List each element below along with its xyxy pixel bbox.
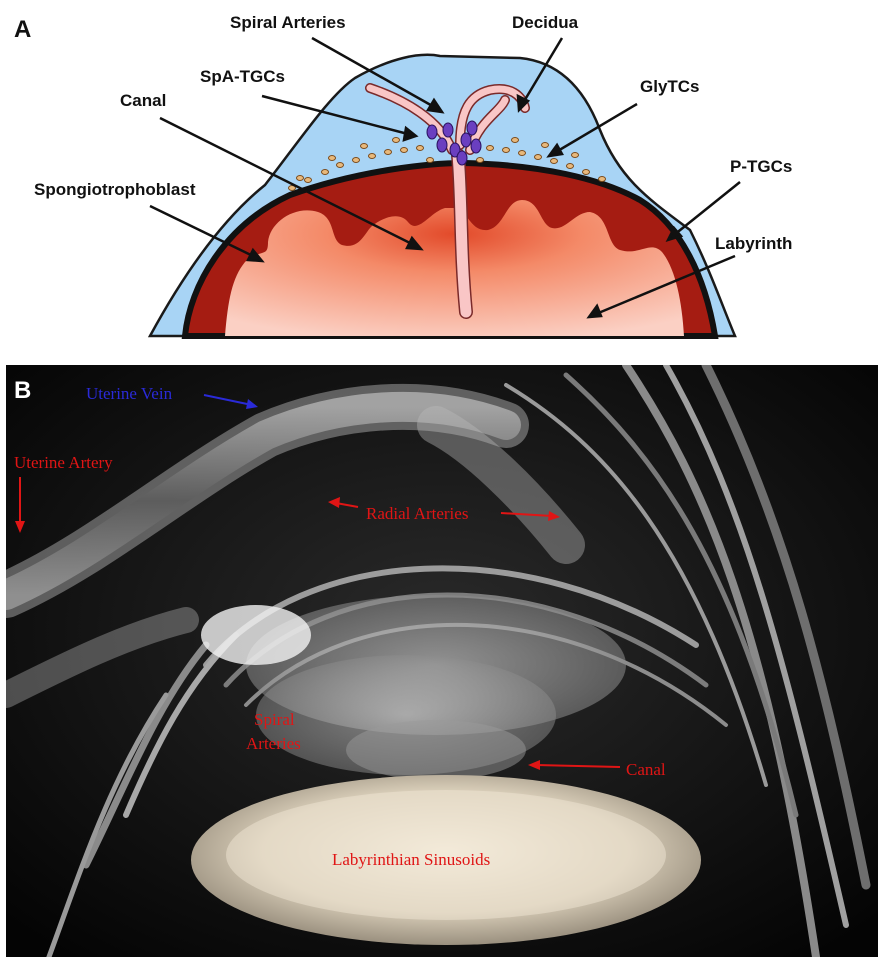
panel-b-letter: B <box>14 377 31 405</box>
label-canal: Canal <box>120 91 166 110</box>
label-radial-arteries: Radial Arteries <box>366 504 468 523</box>
vascular-cast-photo: Uterine Vein Uterine Artery Radial Arter… <box>6 365 878 957</box>
label-uterine-vein: Uterine Vein <box>86 384 173 403</box>
label-spa-tgcs: SpA-TGCs <box>200 67 285 86</box>
label-spongiotrophoblast: Spongiotrophoblast <box>34 180 196 199</box>
panel-b-photograph: Uterine Vein Uterine Artery Radial Arter… <box>6 365 878 957</box>
panel-a-schematic: A <box>0 0 878 350</box>
label-labyrinthian-sinusoids: Labyrinthian Sinusoids <box>332 850 490 869</box>
label-p-tgcs: P-TGCs <box>730 157 792 176</box>
label-uterine-artery: Uterine Artery <box>14 453 113 472</box>
placenta-schematic: Spiral Arteries Decidua SpA-TGCs GlyTCs … <box>0 0 878 350</box>
label-labyrinth: Labyrinth <box>715 234 792 253</box>
label-spiral: Spiral <box>254 710 295 729</box>
label-canal-b: Canal <box>626 760 666 779</box>
label-decidua: Decidua <box>512 13 579 32</box>
label-arteries: Arteries <box>246 734 301 753</box>
label-spiral-arteries: Spiral Arteries <box>230 13 346 32</box>
label-glytcs: GlyTCs <box>640 77 700 96</box>
